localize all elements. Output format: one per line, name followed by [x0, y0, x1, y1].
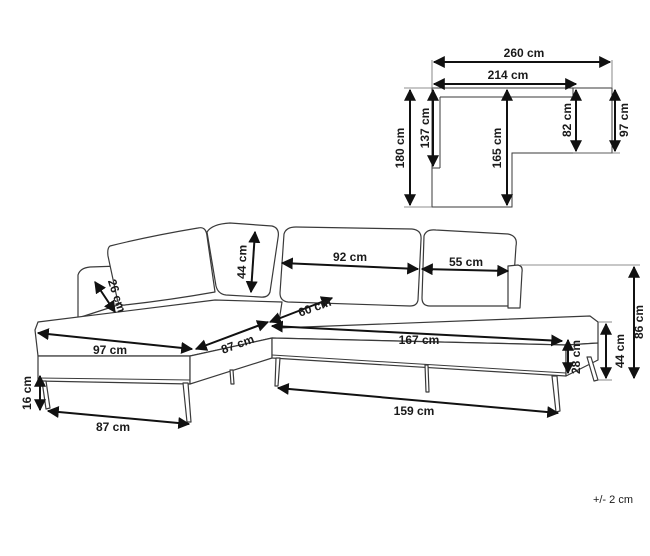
- left-base-width-dim: [46, 406, 191, 429]
- leg-corner: [229, 369, 235, 385]
- arm-height-dim: [94, 281, 116, 313]
- back-cushion-1: [107, 227, 216, 306]
- back-cushion-2: [206, 222, 279, 298]
- plan-chaise-depth-label: 165 cm: [490, 128, 504, 169]
- tolerance-note: +/- 2 cm: [593, 494, 633, 506]
- left-base-width-label: 87 cm: [96, 420, 130, 434]
- seat-height-label: 44 cm: [613, 334, 627, 368]
- main-seat-length-dim: [270, 320, 564, 347]
- leg-left-rear: [182, 382, 192, 423]
- cushion-width-large-dim: [280, 257, 420, 275]
- cushion-width-large-label: 92 cm: [333, 250, 367, 264]
- plan-back-depth-label: 137 cm: [418, 108, 432, 149]
- plan-view: 260 cm 214 cm 180 cm 137 cm 165 cm 82 cm…: [393, 46, 631, 208]
- left-seat-depth-dim: [194, 320, 270, 351]
- seat-thickness-label: 28 cm: [569, 340, 583, 374]
- left-seat-width-label: 97 cm: [93, 343, 127, 357]
- plan-side-depth-label: 97 cm: [617, 103, 631, 137]
- cushion-height-dim: [245, 230, 261, 294]
- plan-total-width-label: 260 cm: [504, 46, 545, 60]
- sofa-dimensions: 26 cm 44 cm 92 cm 55 cm 60 cm 97 cm 87 c…: [20, 230, 646, 434]
- leg-left-front: [41, 380, 51, 410]
- left-seat-width-dim: [36, 328, 194, 354]
- right-base-width-dim: [276, 382, 560, 419]
- leg-right-mid: [424, 364, 430, 393]
- plan-outline: [431, 87, 613, 208]
- plan-total-depth-label: 180 cm: [393, 128, 407, 169]
- total-height-label: 86 cm: [632, 305, 646, 339]
- cushion-width-small-dim: [420, 263, 510, 277]
- cushion-height-label: 44 cm: [234, 245, 249, 279]
- leg-height-label: 16 cm: [20, 376, 34, 410]
- leg-right-front: [274, 357, 281, 387]
- plan-seat-depth-label: 82 cm: [560, 103, 574, 137]
- right-base-width-label: 159 cm: [394, 404, 435, 418]
- leg-right-rear: [551, 375, 561, 413]
- right-arm: [507, 264, 523, 309]
- main-seat-length-label: 167 cm: [399, 333, 440, 347]
- cushion-width-small-label: 55 cm: [449, 255, 483, 269]
- plan-inner-width-label: 214 cm: [488, 68, 529, 82]
- corner-diagonal-dim: [268, 296, 334, 324]
